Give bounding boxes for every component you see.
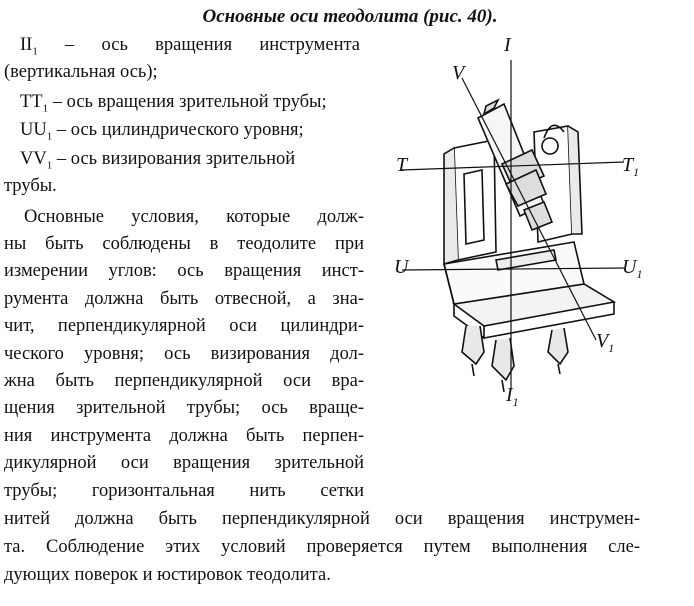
body-line: дикулярной оси вращения зрительной — [4, 453, 364, 473]
theodolite-figure: I V T T1 U U1 V1 I1 — [384, 34, 680, 414]
axis-description: – ось вращения инструмента — [37, 35, 360, 55]
axis-u-line — [401, 267, 625, 271]
axis-subscript: 1 — [42, 102, 49, 115]
body-line: румента должна быть отвесной, а зна- — [4, 289, 364, 309]
label-u1: U1 — [622, 256, 642, 282]
body-line-full: нитей должна быть перпендикулярной оси в… — [4, 509, 640, 529]
axis-subscript: 1 — [46, 130, 53, 143]
axis-symbol: II — [20, 35, 33, 55]
axis-item-ii: II1 – ось вращения инструмента — [20, 32, 360, 66]
foot-screw-left — [461, 325, 485, 366]
axis-description: трубы. — [4, 176, 57, 196]
label-v-top: V — [452, 62, 465, 84]
axis-symbol: TT — [20, 92, 43, 112]
body-line: ны быть соблюдены в теодолите при — [4, 234, 364, 254]
body-line: измерении углов: ось вращения инст- — [4, 261, 364, 281]
axis-description: (вертикальная ось); — [4, 62, 158, 82]
section-heading: Основные оси теодолита (рис. 40). — [202, 6, 498, 27]
label-t1-letter: T — [622, 154, 634, 176]
foot-screw-front — [491, 337, 515, 382]
axis-item-uu: UU1 – ось цилиндрического уровня; — [20, 117, 304, 151]
label-subscript: 1 — [633, 165, 640, 179]
body-line: жна быть перпендикулярной оси вра- — [4, 371, 364, 391]
body-line: ния инструмента должна быть перпен- — [4, 426, 364, 446]
body-line: трубы; горизонтальная нить сетки — [4, 481, 364, 501]
body-line: чит, перпендикулярной оси цилиндри- — [4, 316, 364, 336]
axis-subscript: 1 — [46, 159, 53, 172]
axis-description: – ось цилиндрического уровня; — [52, 120, 304, 140]
label-subscript: 1 — [636, 267, 643, 281]
axis-item-vv-cont: трубы. — [4, 173, 57, 200]
label-subscript: 1 — [608, 341, 615, 355]
foot-screw-right — [547, 327, 569, 366]
axis-t-line — [401, 161, 625, 171]
axis-symbol: UU — [20, 120, 47, 140]
label-u1-letter: U — [622, 256, 637, 278]
label-v1-letter: V — [596, 330, 609, 352]
axis-v-line — [461, 77, 597, 341]
theodolite-drawing — [401, 60, 625, 393]
axis-item-vv: VV1 – ось визирования зрительной — [20, 146, 295, 180]
body-line: щения зрительной трубы; ось враще- — [4, 398, 364, 418]
axis-item-ii-cont: (вертикальная ось); — [4, 59, 158, 86]
label-i-top: I — [504, 34, 511, 56]
label-i1: I1 — [506, 384, 519, 410]
label-v1: V1 — [596, 330, 614, 356]
axis-description: – ось визирования зрительной — [52, 149, 296, 169]
axis-description: – ось вращения зрительной трубы; — [48, 92, 327, 112]
body-line-full: дующих поверок и юстировок теодолита. — [4, 565, 331, 585]
label-i1-letter: I — [506, 384, 513, 406]
label-subscript: 1 — [512, 395, 519, 409]
axis-subscript: 1 — [32, 45, 38, 58]
axis-symbol: VV — [20, 149, 47, 169]
axis-item-tt: TT1 – ось вращения зрительной трубы; — [20, 89, 327, 123]
body-line: Основные условия, которые долж- — [24, 207, 364, 227]
label-t-left: T — [396, 154, 408, 176]
body-line-full: та. Соблюдение этих условий проверяется … — [4, 537, 640, 557]
label-t1: T1 — [622, 154, 639, 180]
body-line: ческого уровня; ось визирования дол- — [4, 344, 364, 364]
label-u-left: U — [394, 256, 409, 278]
